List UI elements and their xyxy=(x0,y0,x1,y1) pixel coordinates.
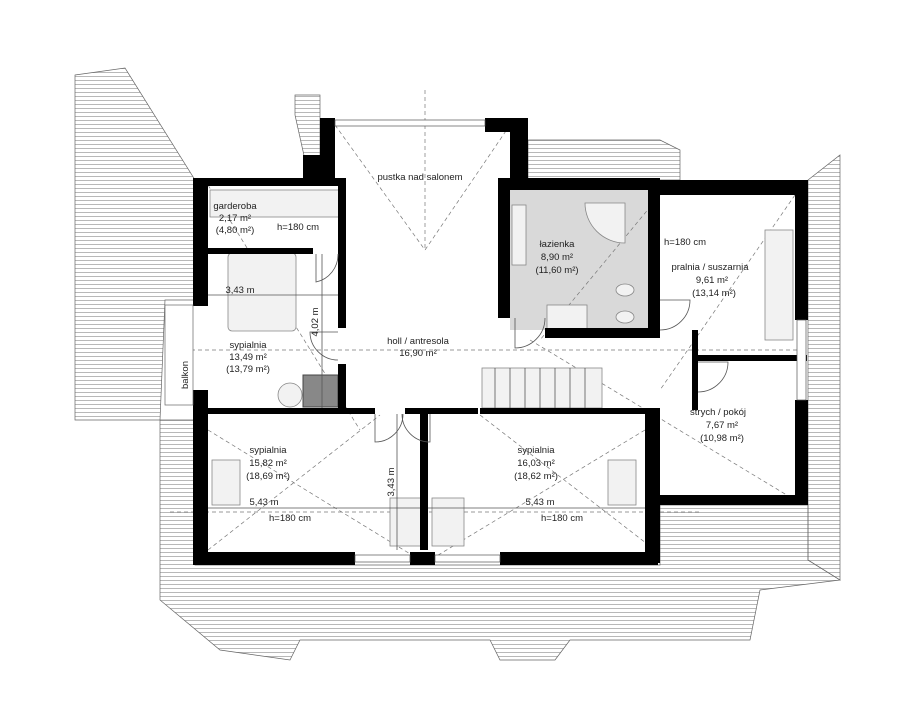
area-bedroom-bottom-right: 16,03 m² xyxy=(517,458,555,469)
height-note-laundry: h=180 cm xyxy=(664,237,706,248)
roof-top-left xyxy=(294,94,321,161)
doors xyxy=(309,253,729,443)
furniture xyxy=(209,189,794,547)
area-attic: 7,67 m² xyxy=(706,420,738,431)
armchair xyxy=(302,374,339,408)
desk-left xyxy=(389,497,423,547)
label-bathroom: łazienka xyxy=(540,239,576,250)
roof-bottom xyxy=(159,419,842,661)
dimensions xyxy=(208,254,645,550)
roof-areas xyxy=(74,67,842,661)
label-balcony: balkon xyxy=(180,361,191,389)
balcony xyxy=(164,304,194,406)
dimension-width-bottom-left: 5,43 m xyxy=(249,497,278,508)
area-bedroom-bottom-left: 15,82 m² xyxy=(249,458,287,469)
bed-single-left xyxy=(211,459,241,506)
height-note-bottom-left: h=180 cm xyxy=(269,513,311,524)
area-total-bathroom: (11,60 m²) xyxy=(535,265,578,276)
roof-right xyxy=(807,154,841,581)
room-labels: pustka nad salonem garderoba 2,17 m² (4,… xyxy=(180,172,749,524)
toilet xyxy=(615,283,635,297)
dimension-width-bottom-right: 5,43 m xyxy=(525,497,554,508)
roof-left xyxy=(74,67,196,421)
height-note-bottom-right: h=180 cm xyxy=(541,513,583,524)
dimension-width-left: 3,43 m xyxy=(225,285,254,296)
label-laundry: pralnia / suszarnia xyxy=(671,262,749,273)
label-void: pustka nad salonem xyxy=(377,172,462,183)
area-bathroom: 8,90 m² xyxy=(541,252,573,263)
corner-bathtub xyxy=(584,202,626,244)
area-laundry: 9,61 m² xyxy=(696,275,728,286)
desk-right xyxy=(431,497,465,547)
label-bedroom-bottom-left: sypialnia xyxy=(250,445,288,456)
area-wardrobe: 2,17 m² xyxy=(219,213,251,224)
area-total-bedroom-bottom-right: (18,62 m²) xyxy=(514,471,558,482)
roof-top-right xyxy=(527,139,681,181)
label-wardrobe: garderoba xyxy=(213,201,257,212)
label-hall: holl / antresola xyxy=(387,336,450,347)
area-total-attic: (10,98 m²) xyxy=(700,433,744,444)
area-total-laundry: (13,14 m²) xyxy=(692,288,736,299)
area-total-bedroom-left: (13,79 m²) xyxy=(226,364,270,375)
label-bedroom-left: sypialnia xyxy=(230,340,268,351)
bed-single-right xyxy=(607,459,637,506)
windows xyxy=(164,119,807,563)
table xyxy=(277,382,303,408)
walls xyxy=(193,118,808,565)
label-attic: strych / pokój xyxy=(690,407,746,418)
area-hall: 16,90 m² xyxy=(399,348,437,359)
dimension-depth-left: 4,02 m xyxy=(310,307,321,336)
dimension-depth-bottom: 3,43 m xyxy=(386,467,397,496)
area-total-bedroom-bottom-left: (18,69 m²) xyxy=(246,471,290,482)
label-bedroom-bottom-right: sypialnia xyxy=(518,445,556,456)
area-total-wardrobe: (4,80 m²) xyxy=(216,225,255,236)
height-note-wardrobe: h=180 cm xyxy=(277,222,319,233)
stairs xyxy=(481,367,603,409)
area-bedroom-left: 13,49 m² xyxy=(229,352,267,363)
laundry-counter xyxy=(764,229,794,341)
washbasins xyxy=(511,204,527,266)
bidet xyxy=(615,310,635,324)
